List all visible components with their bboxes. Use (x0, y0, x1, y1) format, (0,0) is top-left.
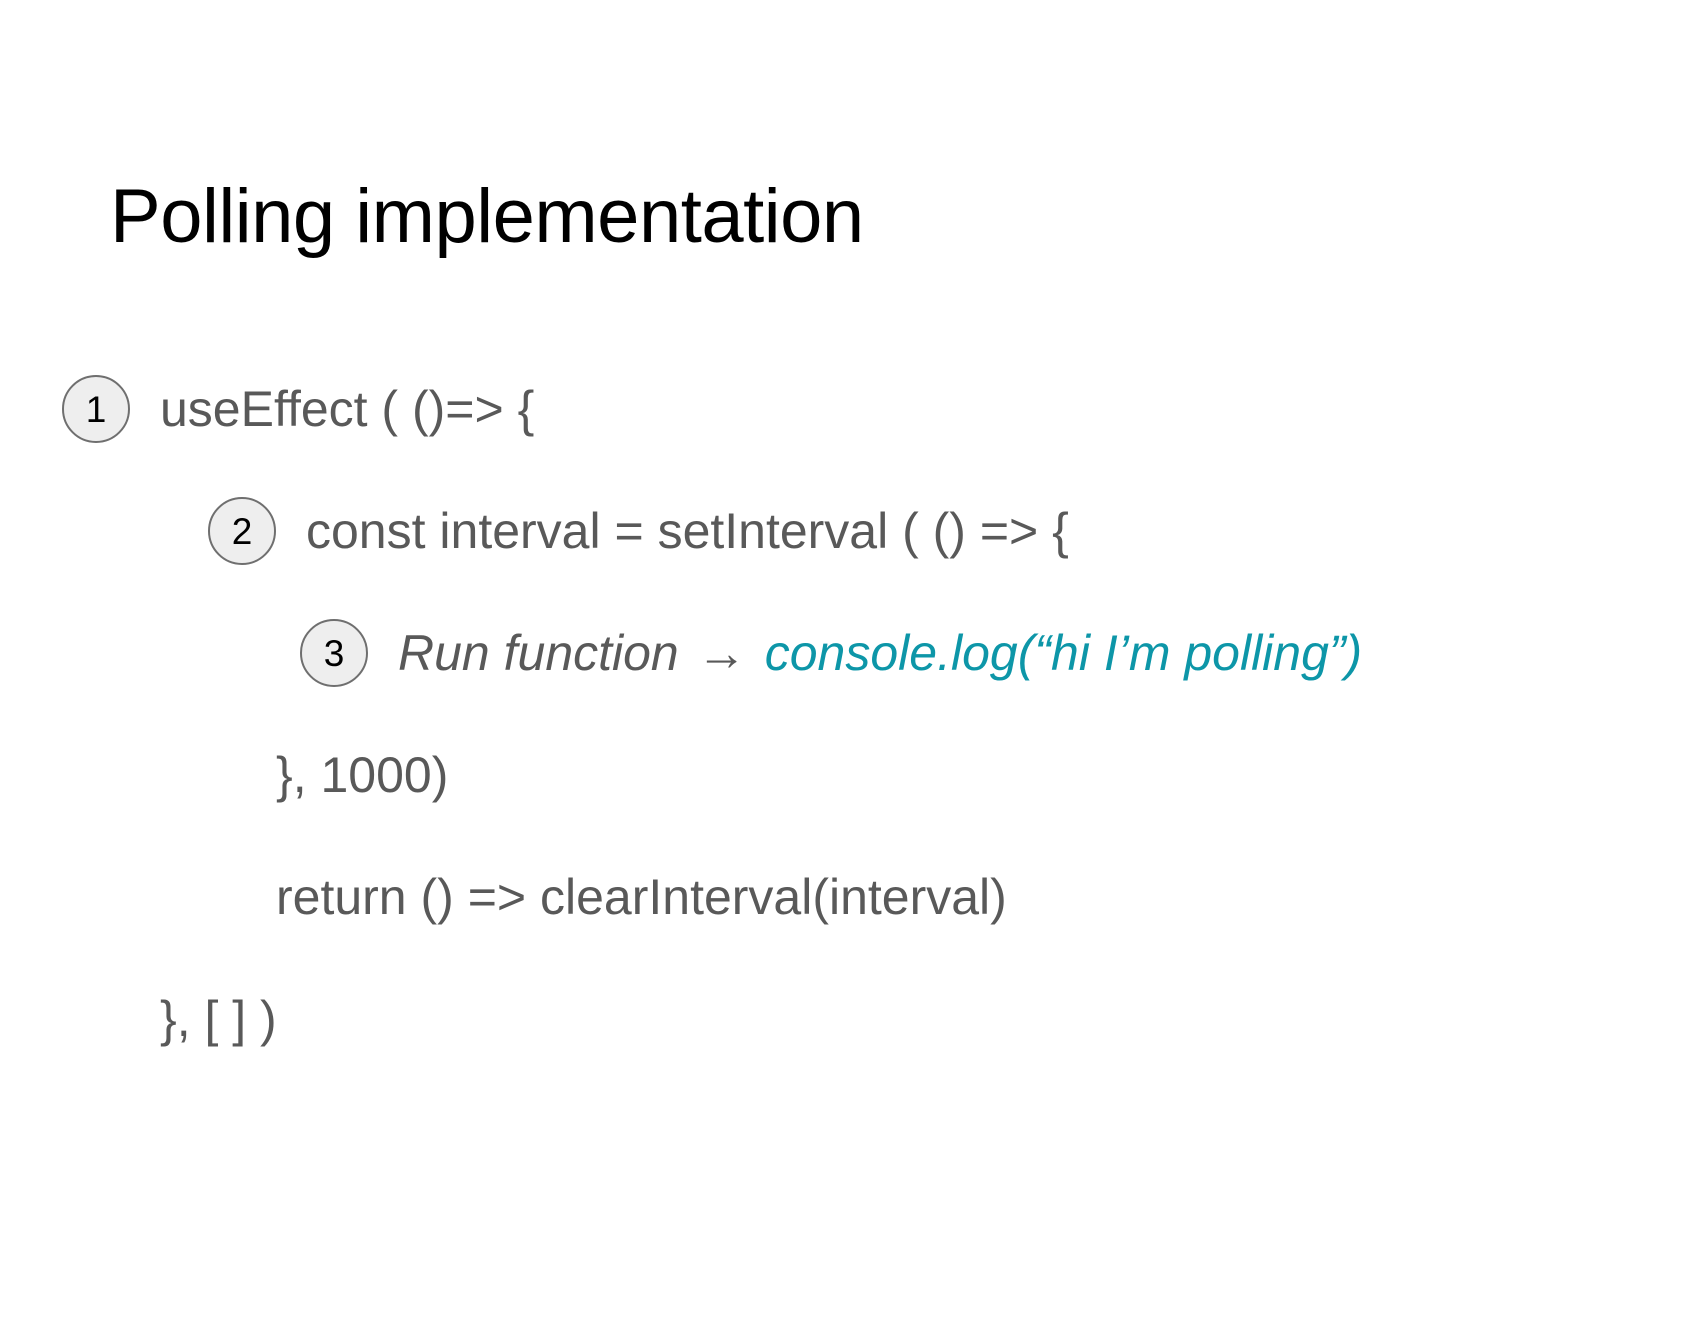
code-block: 1 useEffect ( ()=> { 2 const interval = … (0, 348, 1696, 1080)
code-line-2: 2 const interval = setInterval ( () => { (0, 470, 1696, 592)
step-badge-1: 1 (62, 375, 130, 443)
code-line-6: }, [ ] ) (0, 958, 1696, 1080)
code-line-3: 3 Run function → console.log(“hi I’m pol… (0, 592, 1696, 714)
code-line-4: }, 1000) (0, 714, 1696, 836)
code-line-3-highlight: console.log(“hi I’m polling”) (764, 624, 1363, 681)
step-badge-2: 2 (208, 497, 276, 565)
step-badge-3: 3 (300, 619, 368, 687)
code-line-2-text: const interval = setInterval ( () => { (306, 502, 1069, 559)
code-line-1: 1 useEffect ( ()=> { (0, 348, 1696, 470)
code-line-1-text: useEffect ( ()=> { (160, 380, 535, 437)
right-arrow-icon: → (696, 624, 747, 681)
code-line-5: return () => clearInterval(interval) (0, 836, 1696, 958)
code-line-3-label: Run function (398, 624, 679, 681)
code-line-5-text: return () => clearInterval(interval) (276, 868, 1007, 925)
code-line-6-text: }, [ ] ) (160, 990, 277, 1047)
page-title: Polling implementation (110, 173, 864, 259)
code-line-4-text: }, 1000) (276, 746, 449, 803)
